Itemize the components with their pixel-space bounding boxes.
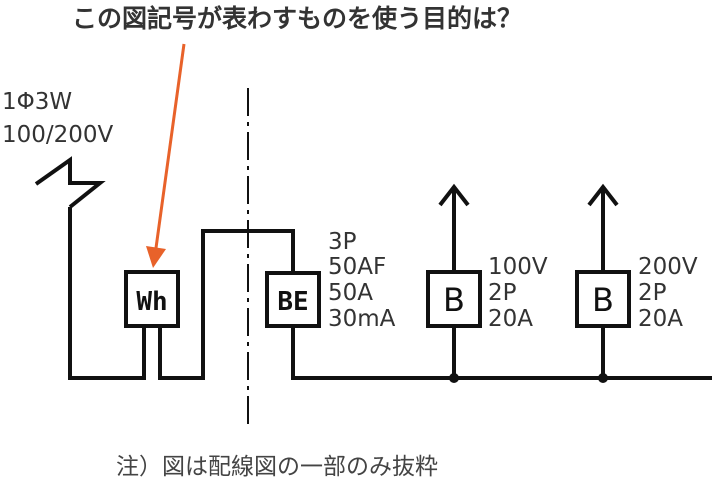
main-breaker-spec-3: 50A xyxy=(328,280,373,306)
meter-label: Wh xyxy=(136,287,167,317)
wiring-lines xyxy=(68,183,712,380)
main-breaker-spec-2: 50AF xyxy=(328,254,386,280)
main-breaker-spec-4: 30mA xyxy=(328,306,396,332)
branch-breaker-2-spec-3: 20A xyxy=(638,306,683,332)
supply-phase: 1Φ3W xyxy=(2,89,72,115)
branch-breaker-2-label: B xyxy=(592,281,614,319)
service-entry-symbol xyxy=(34,156,106,209)
earth-leakage-breaker: BE xyxy=(265,271,321,328)
junction-dot-2 xyxy=(598,373,608,383)
junction-dot-1 xyxy=(449,373,459,383)
branch-breaker-1-spec-2: 2P xyxy=(488,280,517,306)
branch-breaker-1-label: B xyxy=(443,281,465,319)
branch-breaker-2-spec-2: 2P xyxy=(638,280,667,306)
branch-breaker-1-spec-1: 100V xyxy=(488,254,548,280)
main-breaker-spec-1: 3P xyxy=(328,229,357,255)
branch-breaker-1: B xyxy=(426,270,482,328)
main-breaker-label: BE xyxy=(277,287,308,317)
pointer-arrow xyxy=(146,43,186,268)
supply-voltage: 100/200V xyxy=(2,122,114,148)
watt-hour-meter: Wh xyxy=(124,270,180,328)
branch-breaker-2-spec-1: 200V xyxy=(638,254,698,280)
branch-breaker-1-spec-3: 20A xyxy=(488,306,533,332)
footnote: 注）図は配線図の一部のみ抜粋 xyxy=(116,454,438,480)
branch-breaker-2: B xyxy=(575,270,631,328)
question-title: この図記号が表わすものを使う目的は？ xyxy=(72,4,522,33)
